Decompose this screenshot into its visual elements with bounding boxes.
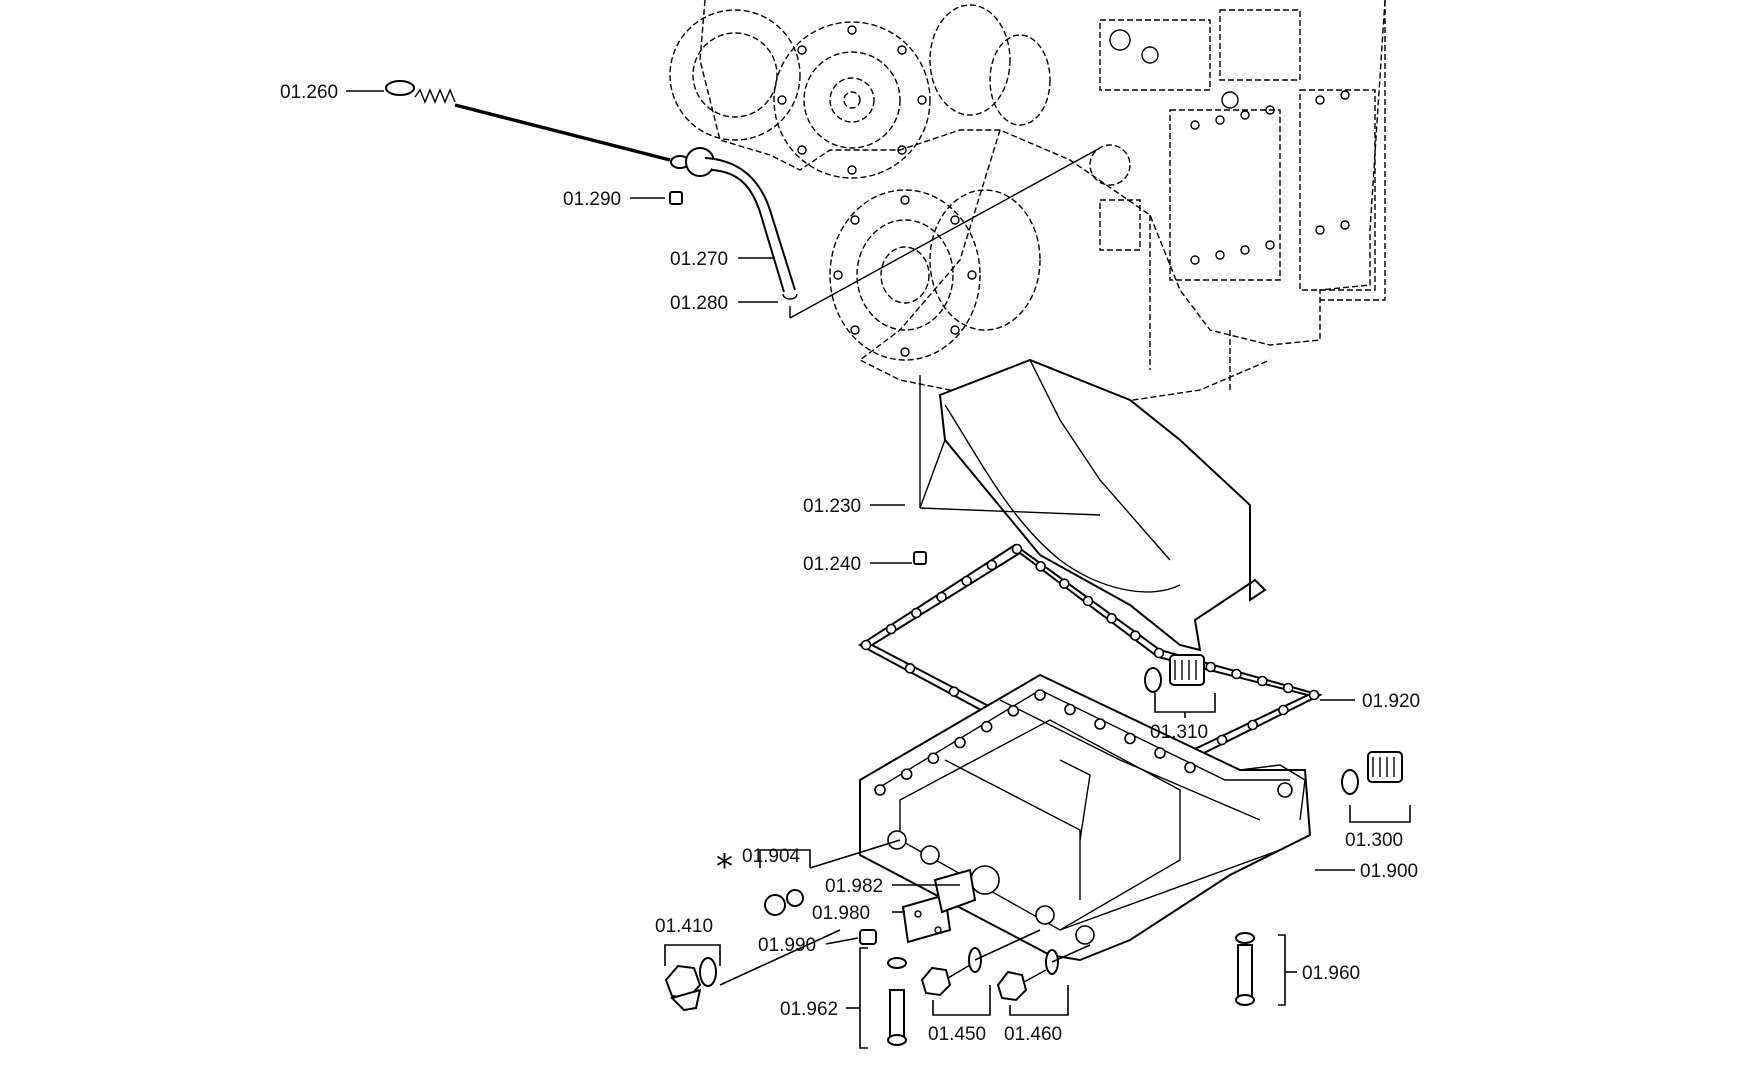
- label-01-270: 01.270: [670, 249, 728, 270]
- label-01-900: 01.900: [1360, 861, 1418, 882]
- gasket-bolt-hole: [1082, 595, 1094, 607]
- transmission-housing: [669, 0, 1386, 406]
- pan-bolt-hole: [874, 784, 886, 796]
- pan-bolt-hole: [980, 720, 993, 733]
- pan-bolt-hole: [1064, 703, 1076, 716]
- gasket-bolt-hole: [936, 591, 947, 603]
- gasket-bolt-hole: [1130, 630, 1141, 641]
- pan-rim-holes: [874, 689, 1196, 796]
- gasket-bolt-hole: [904, 663, 916, 674]
- gasket-bolt-hole: [1216, 734, 1228, 746]
- gasket-bolt-hole: [1308, 689, 1320, 701]
- leader-lines: [346, 90, 1411, 1049]
- label-01-982: 01.982: [825, 876, 883, 897]
- gasket-bolt-hole: [1035, 561, 1046, 572]
- pan-port-2: [920, 845, 940, 865]
- plug-01-310: [1144, 654, 1205, 693]
- bolt-01-960: [1235, 932, 1255, 1006]
- label-01-960: 01.960: [1302, 963, 1360, 984]
- pan-bolt-hole: [1184, 761, 1196, 774]
- plug-01-450: [920, 947, 982, 997]
- gasket-bolt-hole: [1205, 661, 1216, 673]
- pan-bolt-hole: [1124, 732, 1136, 745]
- label-01-260: 01.260: [280, 82, 338, 103]
- label-01-280: 01.280: [670, 293, 728, 314]
- pan-port-5: [970, 865, 1000, 895]
- bolt-01-962: [887, 957, 907, 1046]
- label-01-904: 01.904: [742, 846, 801, 867]
- label-01-310: 01.310: [1150, 722, 1208, 743]
- drain-plug-01-410: [664, 957, 717, 1012]
- gasket-bolt-hole: [1153, 647, 1165, 659]
- gasket-bolt-hole: [986, 559, 998, 571]
- gasket-bolt-hole: [1106, 613, 1117, 624]
- pan-port-1: [887, 830, 907, 850]
- oil-baffle: [913, 358, 1267, 652]
- pan-bolt-hole: [1034, 689, 1046, 701]
- gasket-bolt-hole: [885, 623, 897, 635]
- gasket-bolt-hole: [1257, 675, 1268, 687]
- label-01-410: 01.410: [655, 916, 713, 937]
- label-01-230: 01.230: [803, 496, 861, 517]
- asterisk-mark: *: [716, 847, 733, 887]
- plug-01-460: [996, 949, 1059, 1002]
- pan-port-4: [1075, 925, 1095, 945]
- cover-plate-01-980: [901, 868, 977, 944]
- pan-bolt-hole: [900, 768, 913, 780]
- drain-plug-01-904: [764, 889, 804, 916]
- flange-bolt-holes: [777, 25, 927, 175]
- label-01-450: 01.450: [928, 1024, 986, 1045]
- label-01-962: 01.962: [780, 999, 838, 1020]
- pan-bolt-hole: [927, 752, 940, 765]
- gasket-bolt-hole: [1282, 682, 1294, 694]
- gasket-bolt-hole: [948, 686, 960, 697]
- dipstick-handle: [385, 80, 415, 96]
- gasket-bolt-hole: [1231, 668, 1242, 680]
- side-panel-holes: [1190, 90, 1350, 265]
- pan-port-3: [1035, 905, 1055, 925]
- plug-01-300: [1341, 751, 1403, 795]
- output-flange-holes: [833, 195, 977, 357]
- label-01-460: 01.460: [1004, 1024, 1062, 1045]
- gasket-bolt-hole: [1059, 578, 1070, 589]
- label-01-240: 01.240: [803, 554, 861, 575]
- part-labels: 01.260 01.290 01.270 01.280 01.230 01.24…: [280, 82, 1420, 1045]
- gasket-bolt-hole: [911, 607, 922, 619]
- gasket-bolt-hole: [860, 639, 872, 651]
- gasket-bolt-hole: [1011, 543, 1023, 555]
- gasket-bolt-hole: [1247, 719, 1258, 731]
- dipstick-assembly: [385, 80, 1101, 319]
- label-01-980: 01.980: [812, 903, 870, 924]
- label-01-300: 01.300: [1345, 830, 1403, 851]
- label-01-920: 01.920: [1362, 691, 1420, 712]
- label-01-290: 01.290: [563, 189, 621, 210]
- pan-bolt-hole: [1154, 747, 1166, 759]
- screw-01-990: [859, 929, 877, 945]
- gasket-bolt-hole: [1278, 704, 1289, 716]
- pan-bolt-hole: [1094, 718, 1106, 730]
- label-01-990: 01.990: [758, 935, 816, 956]
- gasket: [858, 543, 1323, 792]
- pan-bolt-hole: [1007, 705, 1020, 717]
- gasket-bolt-hole: [961, 575, 972, 587]
- pan-bolt-hole: [954, 736, 966, 749]
